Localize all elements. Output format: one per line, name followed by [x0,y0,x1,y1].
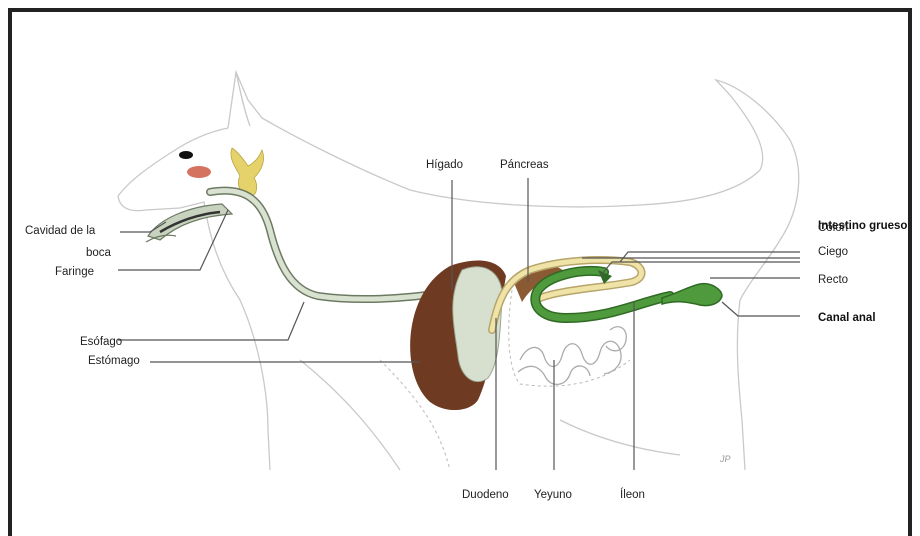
label-recto: Recto [818,274,848,286]
label-yeyuno: Yeyuno [534,489,572,501]
label-ciego: Ciego [818,246,848,258]
artist-signature: JP [719,454,731,464]
label-faringe: Faringe [55,266,94,278]
label-canal-anal: Canal anal [818,312,876,324]
label-colon: Colon [818,222,848,234]
label-boca: boca [86,247,112,259]
label-cavidad-boca: Cavidad de la [25,225,96,237]
eye-icon [179,151,193,159]
label-esofago: Esófago [80,336,122,348]
nose-patch [187,166,211,178]
label-ileon: Íleon [620,488,645,501]
label-pancreas: Páncreas [500,159,549,171]
esophagus [210,191,450,299]
rectum [662,284,722,306]
label-estomago: Estómago [88,355,140,367]
label-duodeno: Duodeno [462,489,509,501]
label-higado: Hígado [426,159,463,171]
